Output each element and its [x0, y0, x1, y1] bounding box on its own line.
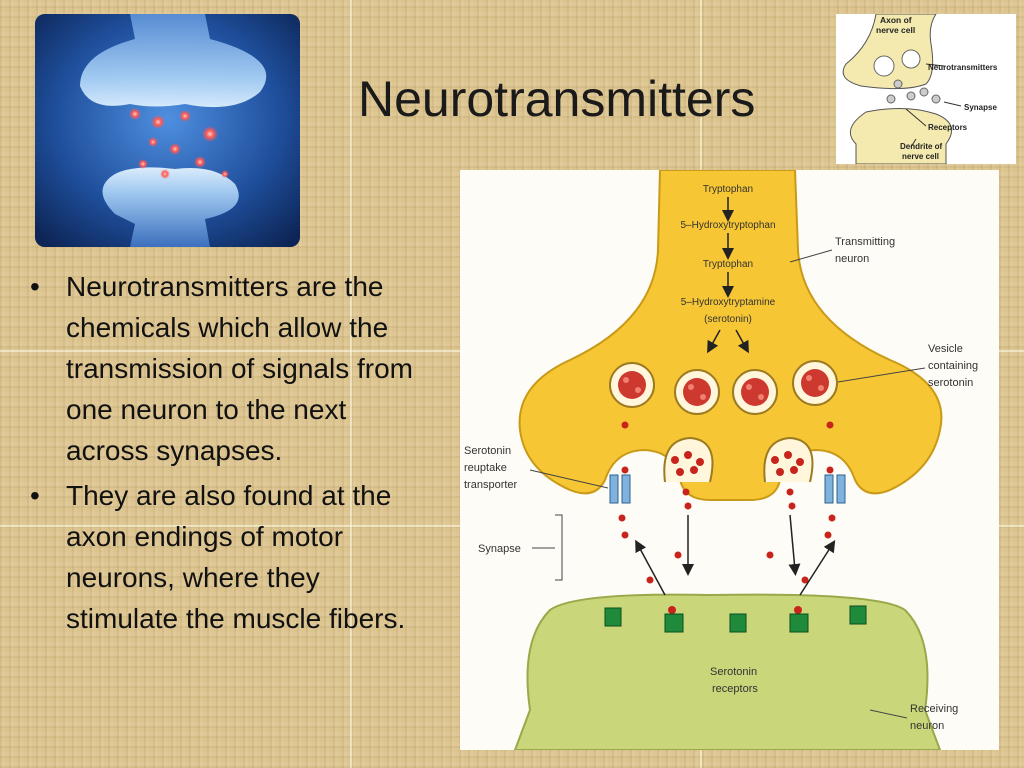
label-receiving-2: neuron — [910, 720, 944, 732]
pathway-arrow — [735, 329, 749, 354]
label-vesicle-3: serotonin — [928, 377, 973, 389]
mini-label-axon: Axon of — [880, 15, 912, 25]
pathway-step: Tryptophan — [703, 259, 753, 270]
bullet-item: • They are also found at the axon endings… — [26, 475, 426, 639]
pathway-arrow — [707, 329, 721, 354]
synapse-schematic-art: Axon of nerve cell Neurotransmitters Syn… — [842, 13, 998, 165]
background-seam — [350, 0, 352, 768]
synapse-schematic: Axon of nerve cell Neurotransmitters Syn… — [836, 13, 1016, 165]
vesicle — [609, 362, 655, 408]
pathway-step: (serotonin) — [704, 314, 752, 325]
label-synapse: Synapse — [478, 543, 521, 555]
label-vesicle-2: containing — [928, 360, 978, 372]
mini-label-dendrite-2: nerve cell — [902, 152, 939, 161]
mini-label-dendrite: Dendrite of — [900, 142, 943, 151]
label-receptors: Serotonin — [710, 666, 757, 678]
pathway-step: Tryptophan — [703, 184, 753, 195]
vesicle — [674, 369, 720, 415]
synapse-photo-art — [35, 14, 300, 247]
serotonin-molecules — [618, 421, 836, 614]
label-reuptake-3: transporter — [464, 479, 518, 491]
label-transmitting: Transmitting — [835, 236, 895, 248]
mini-label-receptors: Receptors — [928, 123, 968, 132]
mini-label-axon-2: nerve cell — [876, 25, 915, 35]
serotonin-synapse-diagram: Tryptophan 5–Hydroxytryptophan Tryptopha… — [460, 169, 999, 751]
synapse-bracket — [555, 514, 563, 581]
bullet-item: • Neurotransmitters are the chemicals whi… — [26, 266, 426, 471]
serotonin-diagram-art: Tryptophan 5–Hydroxytryptophan Tryptopha… — [464, 169, 978, 751]
bullet-text: Neurotransmitters are the chemicals whic… — [66, 271, 414, 466]
label-receiving: Receiving — [910, 703, 958, 715]
leader-line — [789, 249, 833, 263]
label-reuptake-2: reuptake — [464, 462, 507, 474]
bullet-list: • Neurotransmitters are the chemicals whi… — [26, 266, 426, 643]
leader-line — [529, 469, 609, 489]
mini-label-synapse: Synapse — [964, 103, 997, 112]
receiving-neuron — [513, 593, 942, 751]
reuptake-arrow — [799, 539, 836, 596]
label-vesicle: Vesicle — [928, 343, 963, 355]
label-transmitting-2: neuron — [835, 253, 869, 265]
transmitting-neuron — [518, 169, 943, 501]
bullet-text: They are also found at the axon endings … — [66, 480, 406, 634]
bullet-dot: • — [30, 271, 40, 302]
label-receptors-2: receptors — [712, 683, 758, 695]
pathway-step: 5–Hydroxytryptophan — [680, 220, 775, 231]
release-arrow — [788, 514, 801, 576]
serotonin-receptor — [604, 605, 867, 633]
label-reuptake: Serotonin — [464, 445, 511, 457]
leader-line — [869, 709, 908, 719]
reuptake-transporter — [824, 474, 846, 504]
vesicle — [792, 360, 838, 406]
mini-label-neurotransmitters: Neurotransmitters — [928, 63, 998, 72]
bullet-dot: • — [30, 480, 40, 511]
slide-title: Neurotransmitters — [358, 71, 756, 127]
reuptake-arrow — [635, 539, 666, 596]
vesicle — [732, 369, 778, 415]
leader-line — [837, 367, 926, 383]
reuptake-transporter — [609, 474, 631, 504]
synapse-photo — [35, 14, 300, 247]
pathway-step: 5–Hydroxytryptamine — [681, 297, 776, 308]
